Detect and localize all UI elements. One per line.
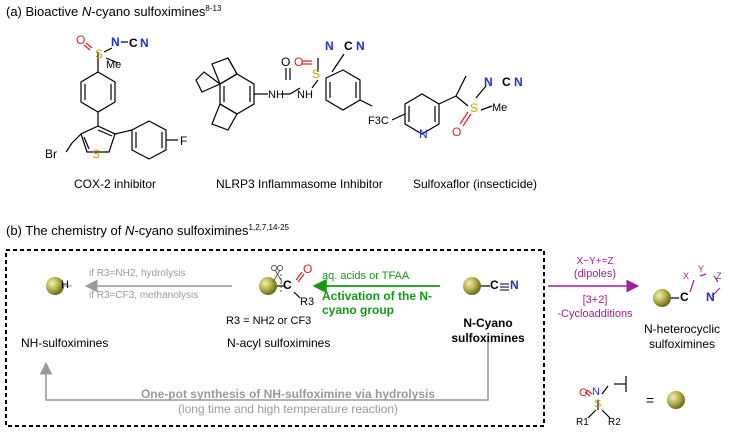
- legend-equals: =: [646, 392, 655, 408]
- sulfoxaflor-structure: [391, 75, 493, 135]
- hetero-n: N: [706, 290, 715, 304]
- bioactive-structures: S O N C N Me S Br F S O O NH: [45, 33, 523, 161]
- onepot-line1: One-pot synthesis of NH-sulfoximine via …: [140, 387, 436, 401]
- legend-r2: R2: [608, 417, 621, 428]
- r3-def: R3 = NH2 or CF3: [226, 315, 312, 327]
- legend-s: S: [594, 398, 602, 410]
- nlrp3-structure: [195, 53, 373, 131]
- nlrp3-o: O: [294, 55, 303, 69]
- cox2-thiophene-s: S: [92, 147, 100, 161]
- acyl-c: C: [283, 278, 292, 292]
- caption-sulfoxaflor: Sulfoxaflor (insecticide): [413, 177, 538, 191]
- nlrp3-nh1: NH: [268, 89, 284, 101]
- sulfoxaflor-n2: N: [514, 75, 523, 89]
- caption-nlrp3: NLRP3 Inflammasome Inhibitor: [216, 177, 383, 191]
- acid-cond: aq. acids or TFAA: [322, 270, 410, 282]
- nlrp3-urea-o: O: [281, 55, 290, 69]
- cox2-structure: [65, 41, 178, 160]
- methanolysis-cond: if R3=CF3, methanolysis: [89, 290, 199, 301]
- sulfoxaflor-cf3: F3C: [368, 115, 389, 127]
- activation-label: Activation of the N-cyano group: [322, 289, 432, 317]
- section-a-heading: (a) Bioactive N-cyano sulfoximines8-13: [6, 4, 222, 19]
- sulfoxaflor-s: S: [470, 101, 478, 115]
- caption-cox2: COX-2 inhibitor: [74, 177, 157, 191]
- ring-y: Y: [698, 264, 705, 274]
- cyano-n: N: [510, 278, 519, 292]
- nlrp3-s: S: [312, 67, 320, 81]
- cox2-n1: N: [111, 35, 120, 49]
- acyl-label: N-acyl sulfoximines: [227, 336, 331, 350]
- nlrp3-nh2: NH: [297, 89, 313, 101]
- nlrp3-c: C: [344, 39, 353, 53]
- cox2-f: F: [180, 134, 187, 148]
- onepot-line2: (long time and high temperature reaction…: [177, 402, 399, 416]
- cycload-1: [3+2]: [582, 294, 608, 306]
- scheme-graphics: [5, 249, 721, 427]
- sulfoxaflor-pyridine-n: N: [419, 127, 428, 141]
- cox2-o: O: [76, 33, 85, 47]
- sulfoxaflor-n1: N: [484, 75, 493, 89]
- dipoles-top: X−Y+=Z: [576, 256, 614, 267]
- cyano-c: C: [490, 278, 499, 292]
- dipoles-label: (dipoles): [573, 268, 617, 280]
- nh-label: NH-sulfoximines: [21, 336, 109, 350]
- legend-r1: R1: [576, 417, 589, 428]
- nlrp3-n2: N: [356, 39, 365, 53]
- cox2-n2: N: [140, 36, 149, 50]
- legend-n: N: [592, 386, 600, 398]
- section-b-heading: (b) The chemistry of N-cyano sulfoximine…: [6, 223, 289, 238]
- nlrp3-n1: N: [325, 39, 334, 53]
- hetero-c: C: [680, 290, 689, 304]
- sulfoxaflor-c: C: [502, 75, 511, 89]
- cyano-ball: [463, 277, 481, 295]
- cox2-s: S: [95, 47, 103, 61]
- sulfoxaflor-me: Me: [492, 102, 507, 114]
- sulfoxaflor-o: O: [452, 125, 461, 139]
- acyl-ball: [259, 277, 277, 295]
- nh-atom: H: [61, 279, 69, 291]
- ring-z: Z: [716, 271, 722, 281]
- acyl-r3: R3: [300, 296, 315, 308]
- legend-o: O: [579, 387, 588, 399]
- cycload-2: -Cycloadditions: [557, 308, 633, 320]
- legend-sulfoximine: [584, 376, 627, 419]
- cox2-me: Me: [106, 59, 121, 71]
- scheme-dashed-box: [5, 249, 545, 427]
- cox2-c: C: [129, 36, 138, 50]
- ring-x: X: [683, 271, 690, 281]
- cyano-label: N-Cyano sulfoximines: [451, 316, 525, 345]
- arrow-onepot: [39, 336, 489, 401]
- scissors-icon: [271, 265, 283, 294]
- hydrolysis-cond: if R3=NH2, hydrolysis: [89, 268, 186, 279]
- acyl-o: O: [303, 262, 313, 276]
- hetero-ball: [653, 289, 671, 307]
- hetero-label: N-heterocyclic sulfoximines: [643, 322, 721, 351]
- cox2-br: Br: [45, 147, 57, 161]
- nh-ball: [46, 277, 64, 295]
- legend-ball: [667, 391, 685, 409]
